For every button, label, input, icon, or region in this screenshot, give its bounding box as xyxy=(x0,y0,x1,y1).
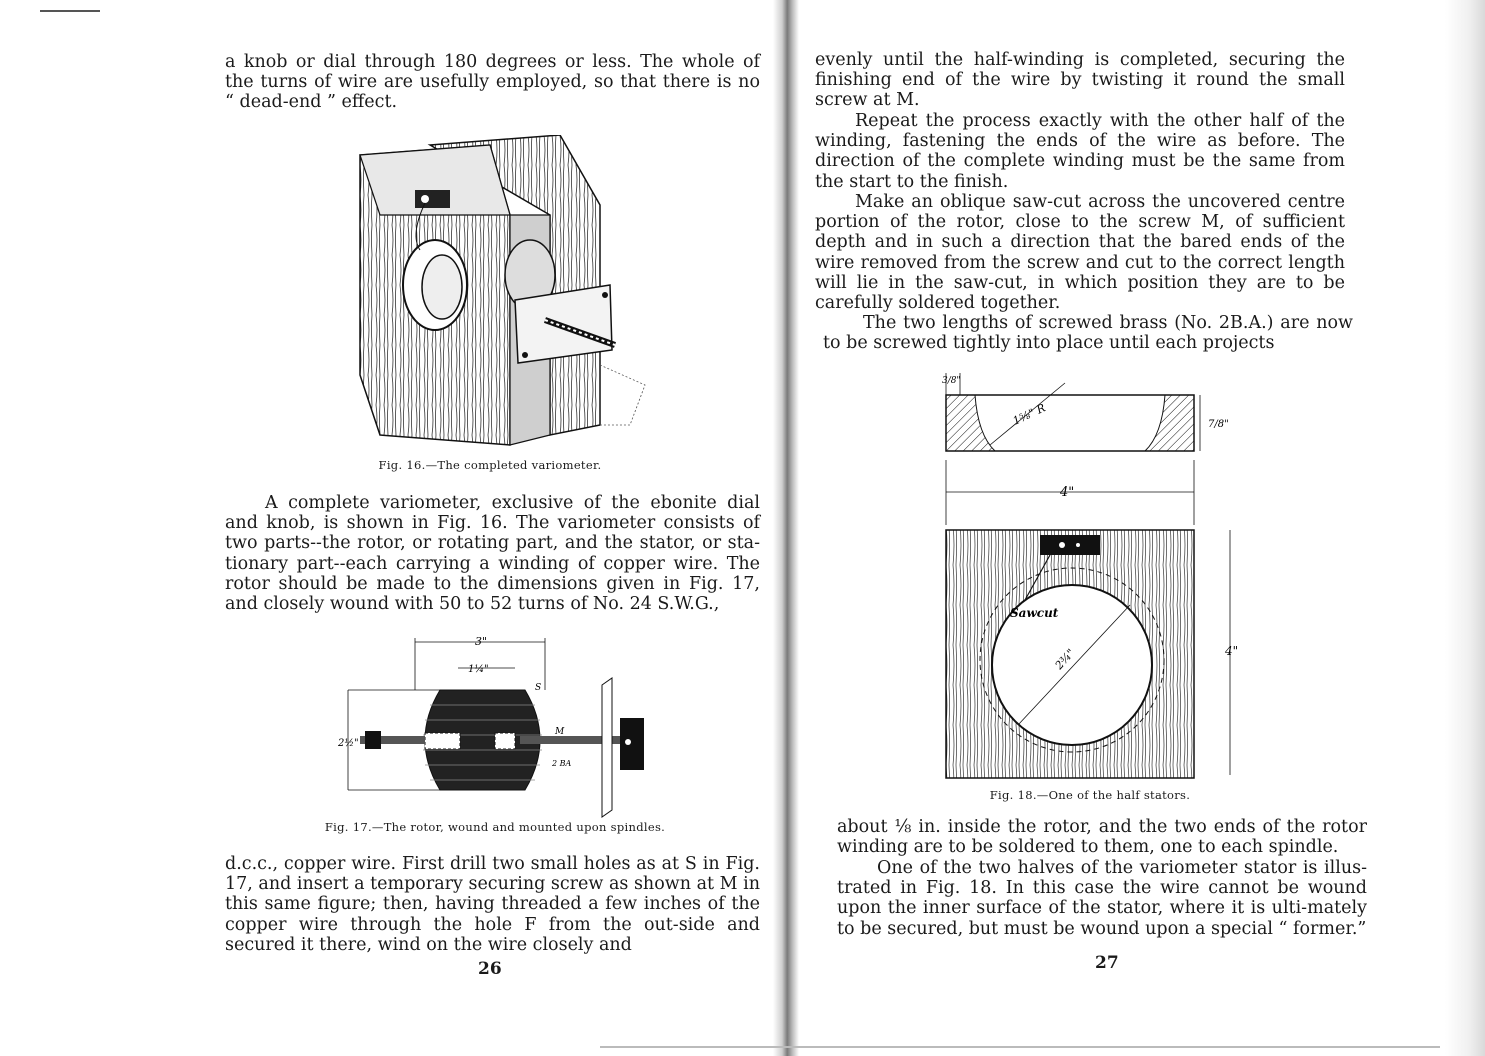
left-page: a knob or dial through 180 degrees or le… xyxy=(225,52,760,979)
fig17-thread-label: 2 BA xyxy=(551,759,572,768)
fig17-s-label: S xyxy=(535,683,541,693)
left-page-number: 26 xyxy=(478,959,502,979)
right-page-number: 27 xyxy=(1095,953,1119,973)
left-paragraph-2: A complete variometer, exclusive of the … xyxy=(225,493,760,614)
book-gutter xyxy=(773,0,799,1056)
fig18-caption: Fig. 18.—One of the half stators. xyxy=(989,788,1191,802)
fig16-variometer-illustration xyxy=(359,135,646,446)
left-paragraph-3: d.c.c., copper wire. First drill two sma… xyxy=(225,854,760,955)
right-paragraph-5: about ⅛ in. inside the rotor, and the tw… xyxy=(837,817,1367,858)
fig18-depth-label: 7/8" xyxy=(1208,419,1229,430)
right-paragraph-3-text: Make an oblique saw-cut across the uncov… xyxy=(815,192,1345,314)
scan-edge xyxy=(600,1046,1440,1048)
fig17-inner-label: 1¼" xyxy=(468,664,489,675)
right-paragraph-6: One of the two halves of the variometer … xyxy=(837,858,1367,939)
fig16-caption: Fig. 16.—The completed variometer. xyxy=(378,458,602,472)
right-paragraph-1: evenly until the half-winding is complet… xyxy=(815,50,1345,111)
right-paragraph-3: Make an oblique saw-cut across the uncov… xyxy=(815,192,1345,313)
fig17-rotor-diagram: 3" 1¼" 2½" S M 2 BA xyxy=(337,635,644,818)
fig17-height-label: 2½" xyxy=(337,738,359,749)
fig17-width-label: 3" xyxy=(475,635,487,648)
page-edge xyxy=(1445,0,1485,1056)
right-paragraph-4-text: The two lengths of screwed brass (No. 2B… xyxy=(823,313,1353,354)
fig17-m-label: M xyxy=(554,727,565,737)
fig18-height-label: 4" xyxy=(1224,644,1238,658)
fig17-caption: Fig. 17.—The rotor, wound and mounted up… xyxy=(324,820,666,834)
fig18-half-stator-diagram: 3/8" 1⅝" R 7/8" 4" Sawcut 2¾" 4" xyxy=(942,373,1238,779)
right-paragraph-4: The two lengths of screwed brass (No. 2B… xyxy=(823,313,1353,353)
right-paragraph-2-text: Repeat the process exactly with the othe… xyxy=(815,111,1345,192)
scan-mark xyxy=(40,10,100,12)
right-page: evenly until the half-winding is complet… xyxy=(790,0,1485,1056)
fig18-top-offset-label: 3/8" xyxy=(942,376,961,386)
fig18-width-label: 4" xyxy=(1059,485,1074,500)
fig18-sawcut-label: Sawcut xyxy=(1010,606,1059,620)
left-paragraph-1: a knob or dial through 180 degrees or le… xyxy=(225,52,760,113)
right-paragraph-6-text: One of the two halves of the variometer … xyxy=(837,858,1367,939)
right-paragraph-2: Repeat the process exactly with the othe… xyxy=(815,111,1345,192)
left-paragraph-2-text: A complete variometer, exclusive of the … xyxy=(225,493,760,615)
